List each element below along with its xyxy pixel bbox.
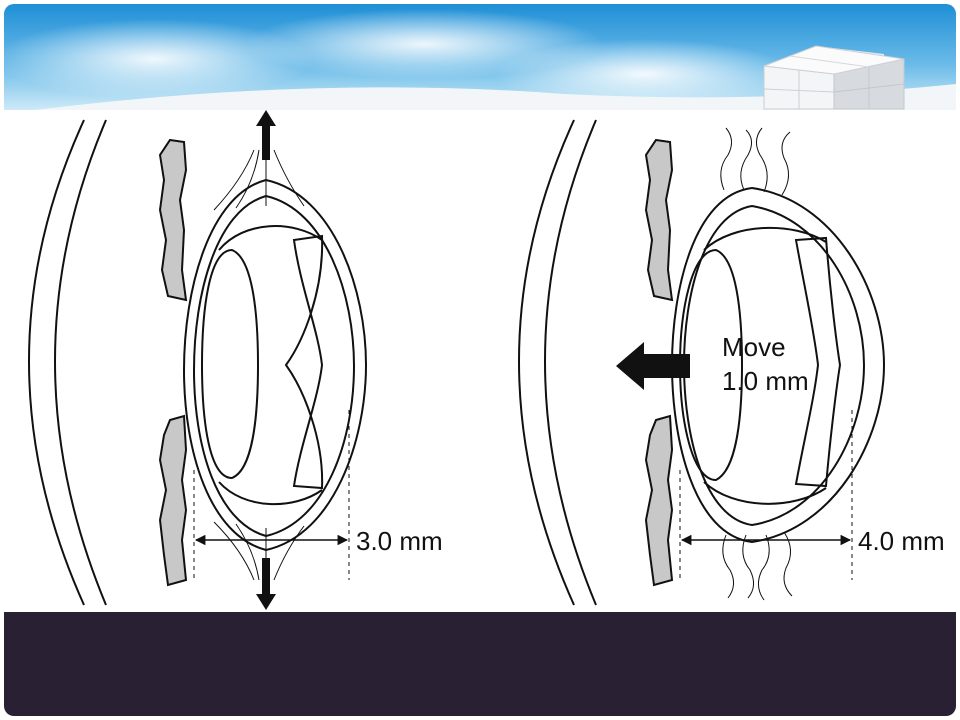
left-iris-lower (158, 414, 188, 587)
footer-band (4, 612, 956, 716)
accommodation-diagram: 3.0 mm (4, 110, 956, 616)
left-width-label: 3.0 mm (356, 526, 443, 556)
right-width-label: 4.0 mm (858, 526, 945, 556)
left-lens-outer (182, 178, 368, 552)
slide: 3.0 mm (4, 4, 956, 716)
right-lens-outer (670, 186, 886, 544)
left-posterior-strip (284, 234, 324, 490)
cube-stack-icon (763, 45, 905, 110)
right-cornea-inner (544, 119, 597, 606)
right-eye-panel (518, 119, 886, 606)
move-label-line1: Move (722, 332, 786, 362)
right-lens-nucleus (678, 248, 744, 482)
left-lens-middle (192, 194, 356, 538)
right-lens-middle (682, 204, 866, 527)
right-cornea-outer (518, 119, 575, 606)
right-iris-lower (644, 414, 674, 587)
sky-header-band (4, 4, 956, 114)
right-posterior-strip (794, 236, 842, 488)
left-cornea-outer (28, 119, 85, 606)
left-pull-arrows (256, 110, 276, 610)
move-arrow-icon (616, 342, 690, 390)
left-lens-nucleus (200, 248, 260, 480)
left-eye-panel (28, 119, 368, 606)
move-label-line2: 1.0 mm (722, 366, 809, 396)
left-iris-upper (158, 138, 188, 302)
right-iris-upper (644, 138, 674, 302)
left-cornea-inner (54, 119, 107, 606)
